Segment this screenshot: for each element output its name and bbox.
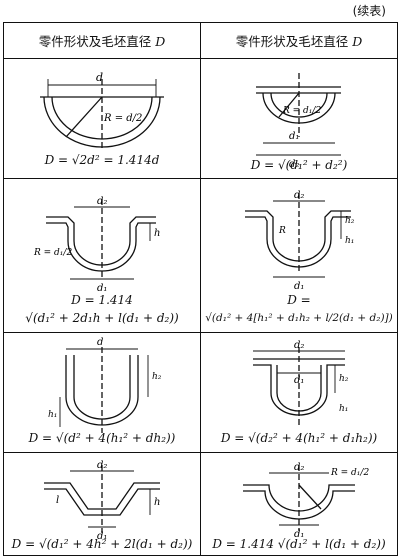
cell-r2-left: d₂ d₁ h R = d₁/2 D = 1.414 √(d₁² + 2d₁h … bbox=[3, 178, 201, 333]
label-d2: d₂ bbox=[97, 460, 107, 471]
label-radius: R = d₁/2 bbox=[330, 468, 369, 478]
cell-r1-left: d R = d/2 D = √2d² = 1.414d bbox=[3, 58, 201, 179]
label-h2: h₂ bbox=[152, 372, 162, 382]
label-d2: d₂ bbox=[294, 340, 304, 351]
label-d1: d₁ bbox=[289, 131, 299, 142]
label-d1: d₁ bbox=[97, 283, 107, 294]
flanged-sphere-diagram: d₂ d₁ R = d₁/2 bbox=[243, 462, 369, 540]
label-radius: R = d/2 bbox=[103, 113, 142, 124]
col1-header: 零件形状及毛坯直径 D bbox=[3, 22, 201, 59]
label-d2: d₂ bbox=[289, 159, 299, 170]
formula-r2-left-line2: √(d₁² + 2d₁h + l(d₁ + d₂)) bbox=[25, 311, 179, 325]
cell-r4-right: d₂ d₁ R = d₁/2 D = 1.414 √(d₁² + l(d₁ + … bbox=[200, 452, 398, 556]
formula-r4-left: D = √(d₁² + 4h² + 2l(d₁ + d₂)) bbox=[11, 537, 193, 551]
table-row: d₂ d₁ h R = d₁/2 D = 1.414 √(d₁² + 2d₁h … bbox=[3, 178, 398, 333]
table-row: d h₂ h₁ D = √(d² + 4(h₁² + dh₂)) d₂ d₁ bbox=[3, 332, 398, 453]
formula-r2-left-line1: D = 1.414 bbox=[71, 293, 133, 307]
label-l: l bbox=[56, 495, 59, 506]
label-d1: d₁ bbox=[294, 281, 304, 292]
label-radius: R = d₁/2 bbox=[282, 106, 321, 116]
cell-r1-right: d₁ d₂ R = d₁/2 D = √(d₁² + d₂²) bbox=[200, 58, 398, 179]
formula-r2-right-line1: D = bbox=[287, 293, 311, 307]
formula-r1-left: D = √2d² = 1.414d bbox=[44, 153, 160, 167]
label-radius: R = d₁/2 bbox=[33, 248, 72, 258]
flanged-hemisphere-diagram: d₁ d₂ R = d₁/2 bbox=[256, 73, 341, 170]
cell-r3-left: d h₂ h₁ D = √(d² + 4(h₁² + dh₂)) bbox=[3, 332, 201, 453]
continued-label: (续表) bbox=[352, 4, 386, 18]
label-d1: d₁ bbox=[294, 375, 304, 386]
label-h1: h₁ bbox=[48, 410, 57, 420]
label-h: h bbox=[154, 497, 160, 508]
table-header-row: 零件形状及毛坯直径 D 零件形状及毛坯直径 D bbox=[3, 22, 398, 59]
cell-r4-left: d₂ d₁ h l D = √(d₁² + 4h² + 2l(d₁ + d₂)) bbox=[3, 452, 201, 556]
label-r: R bbox=[278, 226, 286, 236]
flanged-cup-diagram: d₂ d₁ h R = d₁/2 bbox=[33, 196, 160, 294]
formula-r3-right: D = √(d₂² + 4(h₁² + d₁h₂)) bbox=[220, 431, 378, 445]
label-d: d bbox=[96, 71, 103, 84]
label-d: d bbox=[97, 337, 103, 348]
formula-r3-left: D = √(d² + 4(h₁² + dh₂)) bbox=[28, 431, 176, 445]
label-d2: d₂ bbox=[294, 462, 304, 473]
conical-flange-diagram: d₂ d₁ h l bbox=[44, 460, 160, 542]
flanged-deep-cup-diagram: d₂ d₁ h₂ h₁ R bbox=[245, 190, 355, 292]
formula-r4-right: D = 1.414 √(d₁² + l(d₁ + d₂)) bbox=[212, 537, 386, 551]
label-h2: h₂ bbox=[345, 216, 355, 226]
label-h: h bbox=[154, 228, 160, 239]
label-h2: h₂ bbox=[339, 374, 349, 384]
label-h1: h₁ bbox=[345, 236, 354, 246]
table-row: d R = d/2 D = √2d² = 1.414d d₁ d₂ bbox=[3, 58, 398, 179]
formula-r1-right: D = √(d₁² + d₂²) bbox=[250, 158, 348, 172]
label-d2: d₂ bbox=[97, 196, 107, 207]
formula-r2-right-line2: √(d₁² + 4[h₁² + d₁h₂ + l/2(d₁ + d₂)]) bbox=[205, 312, 393, 324]
label-d1: d₁ bbox=[294, 529, 304, 540]
cell-r2-right: d₂ d₁ h₂ h₁ R D = √(d₁² + 4[h₁² + d₁h₂ +… bbox=[200, 178, 398, 333]
hemisphere-diagram: d R = d/2 bbox=[40, 71, 164, 151]
label-h1: h₁ bbox=[339, 404, 348, 414]
flanged-cylinder-diagram: d₂ d₁ h₂ h₁ bbox=[253, 340, 349, 427]
table-row: d₂ d₁ h l D = √(d₁² + 4h² + 2l(d₁ + d₂))… bbox=[3, 452, 398, 556]
cell-r3-right: d₂ d₁ h₂ h₁ D = √(d₂² + 4(h₁² + d₁h₂)) bbox=[200, 332, 398, 453]
label-d2: d₂ bbox=[294, 190, 304, 201]
formula-table: 零件形状及毛坯直径 D 零件形状及毛坯直径 D d R = d/2 D = √ bbox=[3, 22, 398, 556]
cylindrical-cup-diagram: d h₂ h₁ bbox=[48, 337, 162, 433]
col2-header: 零件形状及毛坯直径 D bbox=[200, 22, 398, 59]
label-d1: d₁ bbox=[97, 531, 107, 542]
